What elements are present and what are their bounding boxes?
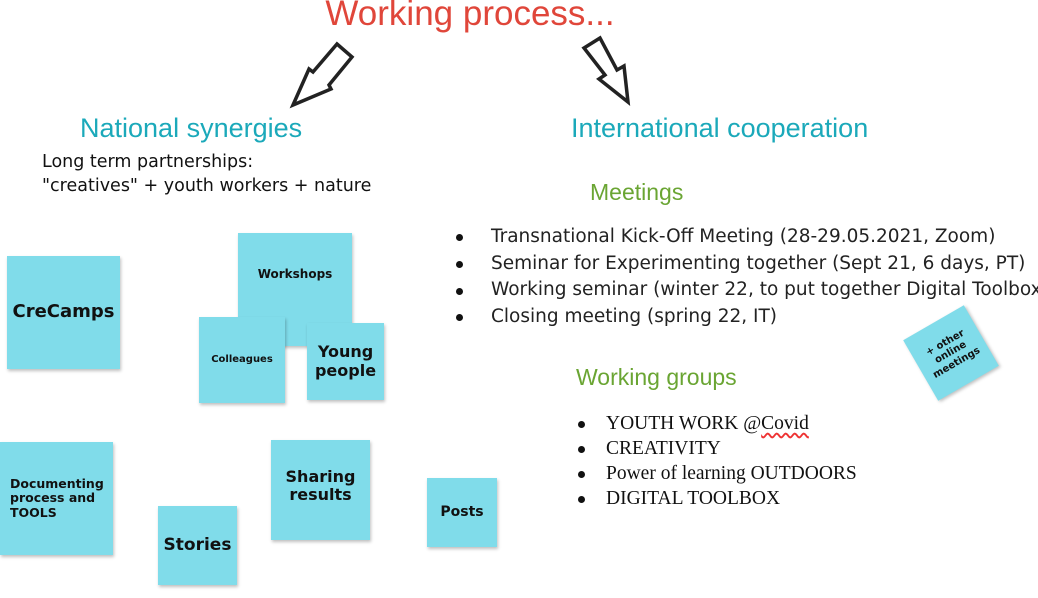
bullet-icon: [578, 495, 585, 503]
group-label: DIGITAL TOOLBOX: [606, 488, 781, 509]
sticky-note-colleagues: Colleagues: [199, 317, 285, 403]
list-item: CREATIVITY: [578, 436, 857, 461]
working-groups-list: YOUTH WORK @Covid CREATIVITY Power of le…: [578, 411, 857, 511]
meeting-label: Transnational Kick-Off Meeting (28-29.05…: [491, 226, 996, 247]
meeting-label: Seminar for Experimenting together (Sept…: [491, 252, 1026, 274]
group-label: YOUTH WORK @: [606, 413, 762, 434]
meetings-list: Transnational Kick-Off Meeting (28-29.05…: [456, 224, 1038, 331]
group-label: Power of learning OUTDOORS: [606, 463, 857, 484]
bullet-icon: [456, 314, 463, 322]
international-cooperation-heading: International cooperation: [571, 113, 869, 143]
sticky-note-stories: Stories: [158, 506, 237, 585]
arrow-down-left-icon: [289, 41, 355, 109]
bullet-icon: [578, 470, 585, 478]
working-groups-heading: Working groups: [576, 364, 737, 390]
note-label: Workshops: [257, 266, 333, 281]
bullet-icon: [456, 234, 463, 242]
partnerships-subtitle: Long term partnerships: "creatives" + yo…: [42, 150, 371, 198]
bullet-icon: [456, 287, 463, 295]
subtitle-line: Long term partnerships:: [42, 152, 254, 172]
list-item: DIGITAL TOOLBOX: [578, 486, 857, 511]
subtitle-line: "creatives" + youth workers + nature: [42, 176, 372, 196]
bullet-icon: [578, 445, 585, 453]
list-item: Closing meeting (spring 22, IT): [456, 304, 1038, 331]
meetings-heading: Meetings: [590, 179, 684, 205]
list-item: Working seminar (winter 22, to put toget…: [456, 277, 1038, 304]
sticky-note-sharing-results: Sharing results: [271, 440, 370, 540]
list-item: YOUTH WORK @Covid: [578, 411, 857, 436]
sticky-note-documenting: Documenting process and TOOLS: [0, 442, 113, 555]
list-item: Power of learning OUTDOORS: [578, 461, 857, 486]
list-item: Transnational Kick-Off Meeting (28-29.05…: [456, 224, 1038, 251]
sticky-note-crecamps: CreCamps: [7, 256, 120, 369]
bullet-icon: [456, 261, 463, 269]
group-label-suffix: Covid: [761, 413, 809, 434]
arrow-down-right-icon: [581, 35, 631, 106]
sticky-note-young-people: Young people: [307, 323, 384, 400]
meeting-label: Working seminar (winter 22, to put toget…: [491, 279, 1038, 301]
national-synergies-heading: National synergies: [80, 113, 303, 143]
arrows: [289, 35, 631, 109]
meeting-label: Closing meeting (spring 22, IT): [491, 306, 778, 328]
note-label: Sharing results: [285, 466, 356, 504]
group-label: CREATIVITY: [606, 438, 721, 459]
page-title: Working process...: [325, 0, 615, 33]
bullet-icon: [578, 420, 585, 428]
list-item: Seminar for Experimenting together (Sept…: [456, 251, 1038, 278]
sticky-note-posts: Posts: [427, 478, 497, 547]
